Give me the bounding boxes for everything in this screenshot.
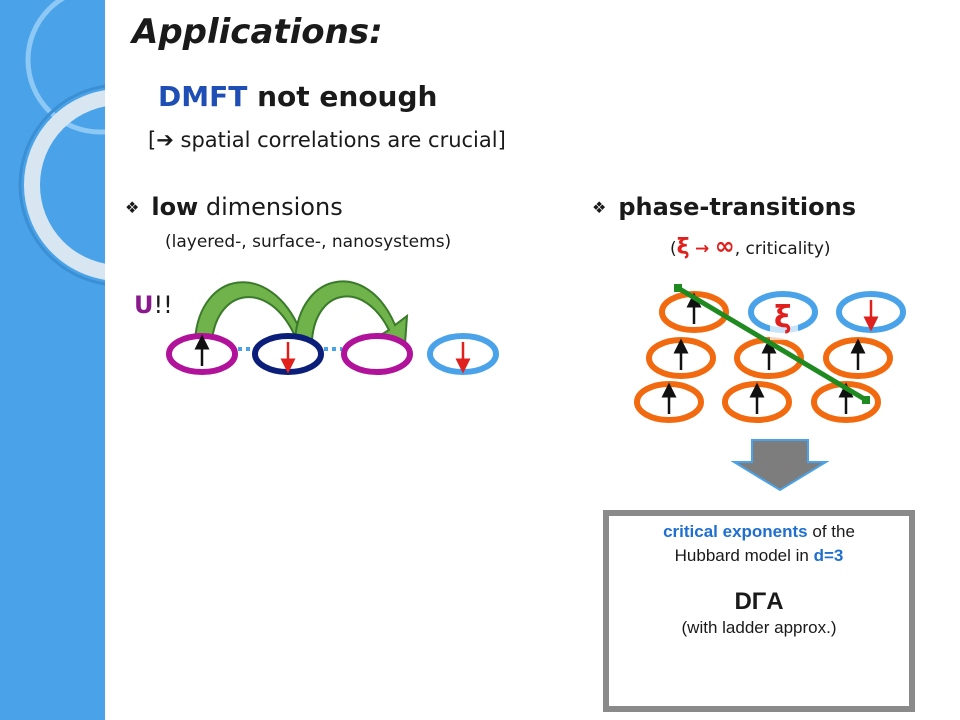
bullet-right-bold: phase-transitions xyxy=(618,193,856,221)
result-dimension: d=3 xyxy=(813,546,844,565)
lattice-site xyxy=(634,381,704,423)
result-critical-exponents: critical exponents xyxy=(663,522,808,541)
down-arrow-icon xyxy=(730,439,830,492)
u-bang: !! xyxy=(153,291,173,319)
correlation-length-line xyxy=(674,284,870,404)
infinity-symbol: ∞ xyxy=(714,232,735,260)
bullet-left-sub: (layered-, surface-, nanosystems) xyxy=(165,232,452,252)
xi-label: ξ xyxy=(774,300,792,335)
arrow-icon: → xyxy=(695,239,710,259)
sidebar-circles xyxy=(18,0,105,286)
subtitle: DMFT not enough xyxy=(158,80,437,113)
lattice-site xyxy=(811,381,881,423)
u-letter: U xyxy=(134,291,154,319)
chain-site-4 xyxy=(427,333,499,375)
bullet-right-sub: (ξ → ∞, criticality) xyxy=(670,232,831,260)
result-line-1-rest: of the xyxy=(812,522,855,541)
lattice-site xyxy=(836,291,906,333)
note-open-bracket: [ xyxy=(148,128,157,152)
result-box: critical exponents of the Hubbard model … xyxy=(603,510,915,712)
sub-rest: , criticality) xyxy=(734,239,831,259)
note-line: [➔ spatial correlations are crucial] xyxy=(148,128,506,152)
diamond-bullet-icon: ❖ xyxy=(125,198,140,217)
result-line-4: (with ladder approx.) xyxy=(681,618,837,637)
bullet-phase-transitions: ❖ phase-transitions xyxy=(592,193,856,221)
xi-symbol: ξ xyxy=(676,235,690,260)
chain-site-1 xyxy=(166,333,238,375)
bullet-left-bold: low xyxy=(151,193,199,221)
right-arrow-icon: ➔ xyxy=(156,128,174,152)
diamond-bullet-icon: ❖ xyxy=(592,198,607,217)
chain-site-2 xyxy=(252,333,324,375)
slide-title: Applications: xyxy=(132,12,383,52)
result-line-1: critical exponents of the xyxy=(609,522,909,542)
result-line-2-pre: Hubbard model in xyxy=(674,546,809,565)
result-method: DΓA xyxy=(734,588,784,615)
lattice-site xyxy=(823,337,893,379)
note-close-bracket: ] xyxy=(497,128,506,152)
lattice-site xyxy=(646,337,716,379)
result-line-2: Hubbard model in d=3 xyxy=(609,546,909,566)
xi-label-backdrop xyxy=(770,300,798,340)
sub-open-paren: ( xyxy=(670,239,677,259)
subtitle-rest: not enough xyxy=(257,80,438,113)
subtitle-dmft: DMFT xyxy=(158,80,248,113)
note-text: spatial correlations are crucial xyxy=(180,128,498,152)
u-label: U!! xyxy=(134,291,173,319)
hopping-arrow-right xyxy=(293,280,409,346)
chain-site-3 xyxy=(341,333,413,375)
sidebar-decoration xyxy=(0,0,105,720)
bullet-left-text: dimensions xyxy=(205,193,343,221)
lattice-site xyxy=(659,291,729,333)
lattice-site xyxy=(722,381,792,423)
bullet-low-dimensions: ❖ low dimensions xyxy=(125,193,343,221)
